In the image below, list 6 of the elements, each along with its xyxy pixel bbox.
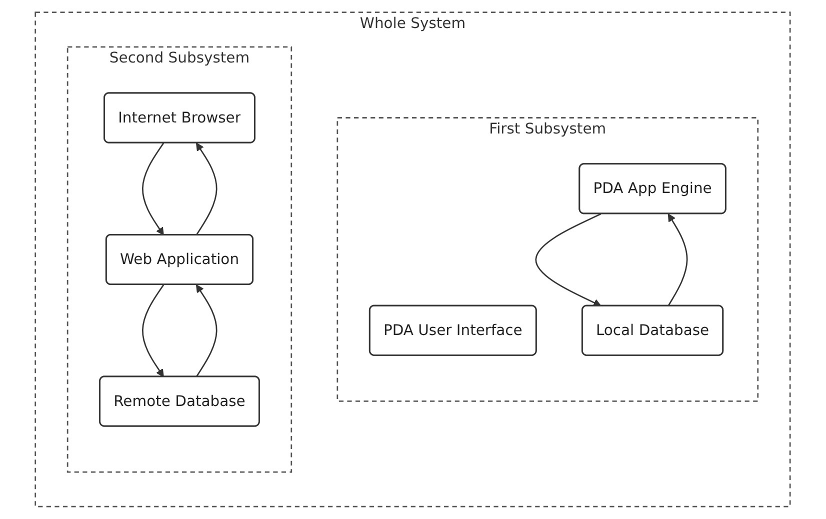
arrow <box>196 142 218 236</box>
arrow <box>142 284 164 378</box>
arrow <box>196 284 218 378</box>
arrow <box>668 214 688 306</box>
arrow <box>142 142 164 236</box>
arrow <box>535 213 602 306</box>
